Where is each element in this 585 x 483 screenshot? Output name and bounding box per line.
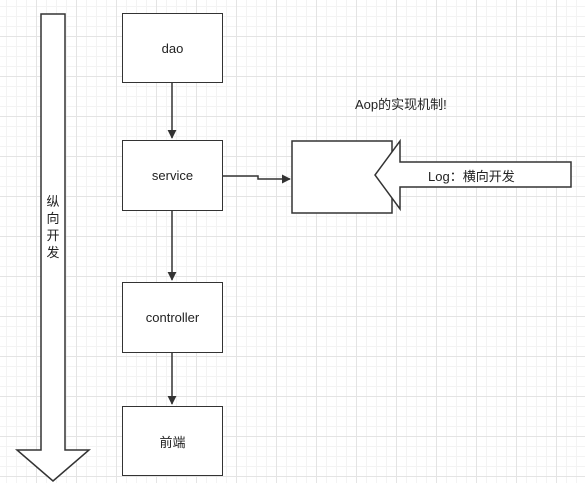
vertical-arrow-label: 纵向开发 [46,194,60,260]
aop-target-box [291,140,393,214]
log-horizontal-arrow [374,138,572,212]
controller-box: controller [122,282,223,353]
dao-box: dao [122,13,223,83]
dao-label: dao [161,40,184,56]
frontend-box: 前端 [122,406,223,476]
service-box: service [122,140,223,211]
vertical-development-arrow [14,13,92,482]
aop-title: Aop的实现机制! [355,97,447,112]
service-to-aop-connector [223,174,291,184]
log-arrow-label: Log：横向开发 [428,169,515,184]
controller-label: controller [145,310,200,325]
service-label: service [151,168,194,183]
frontend-label: 前端 [159,434,186,450]
